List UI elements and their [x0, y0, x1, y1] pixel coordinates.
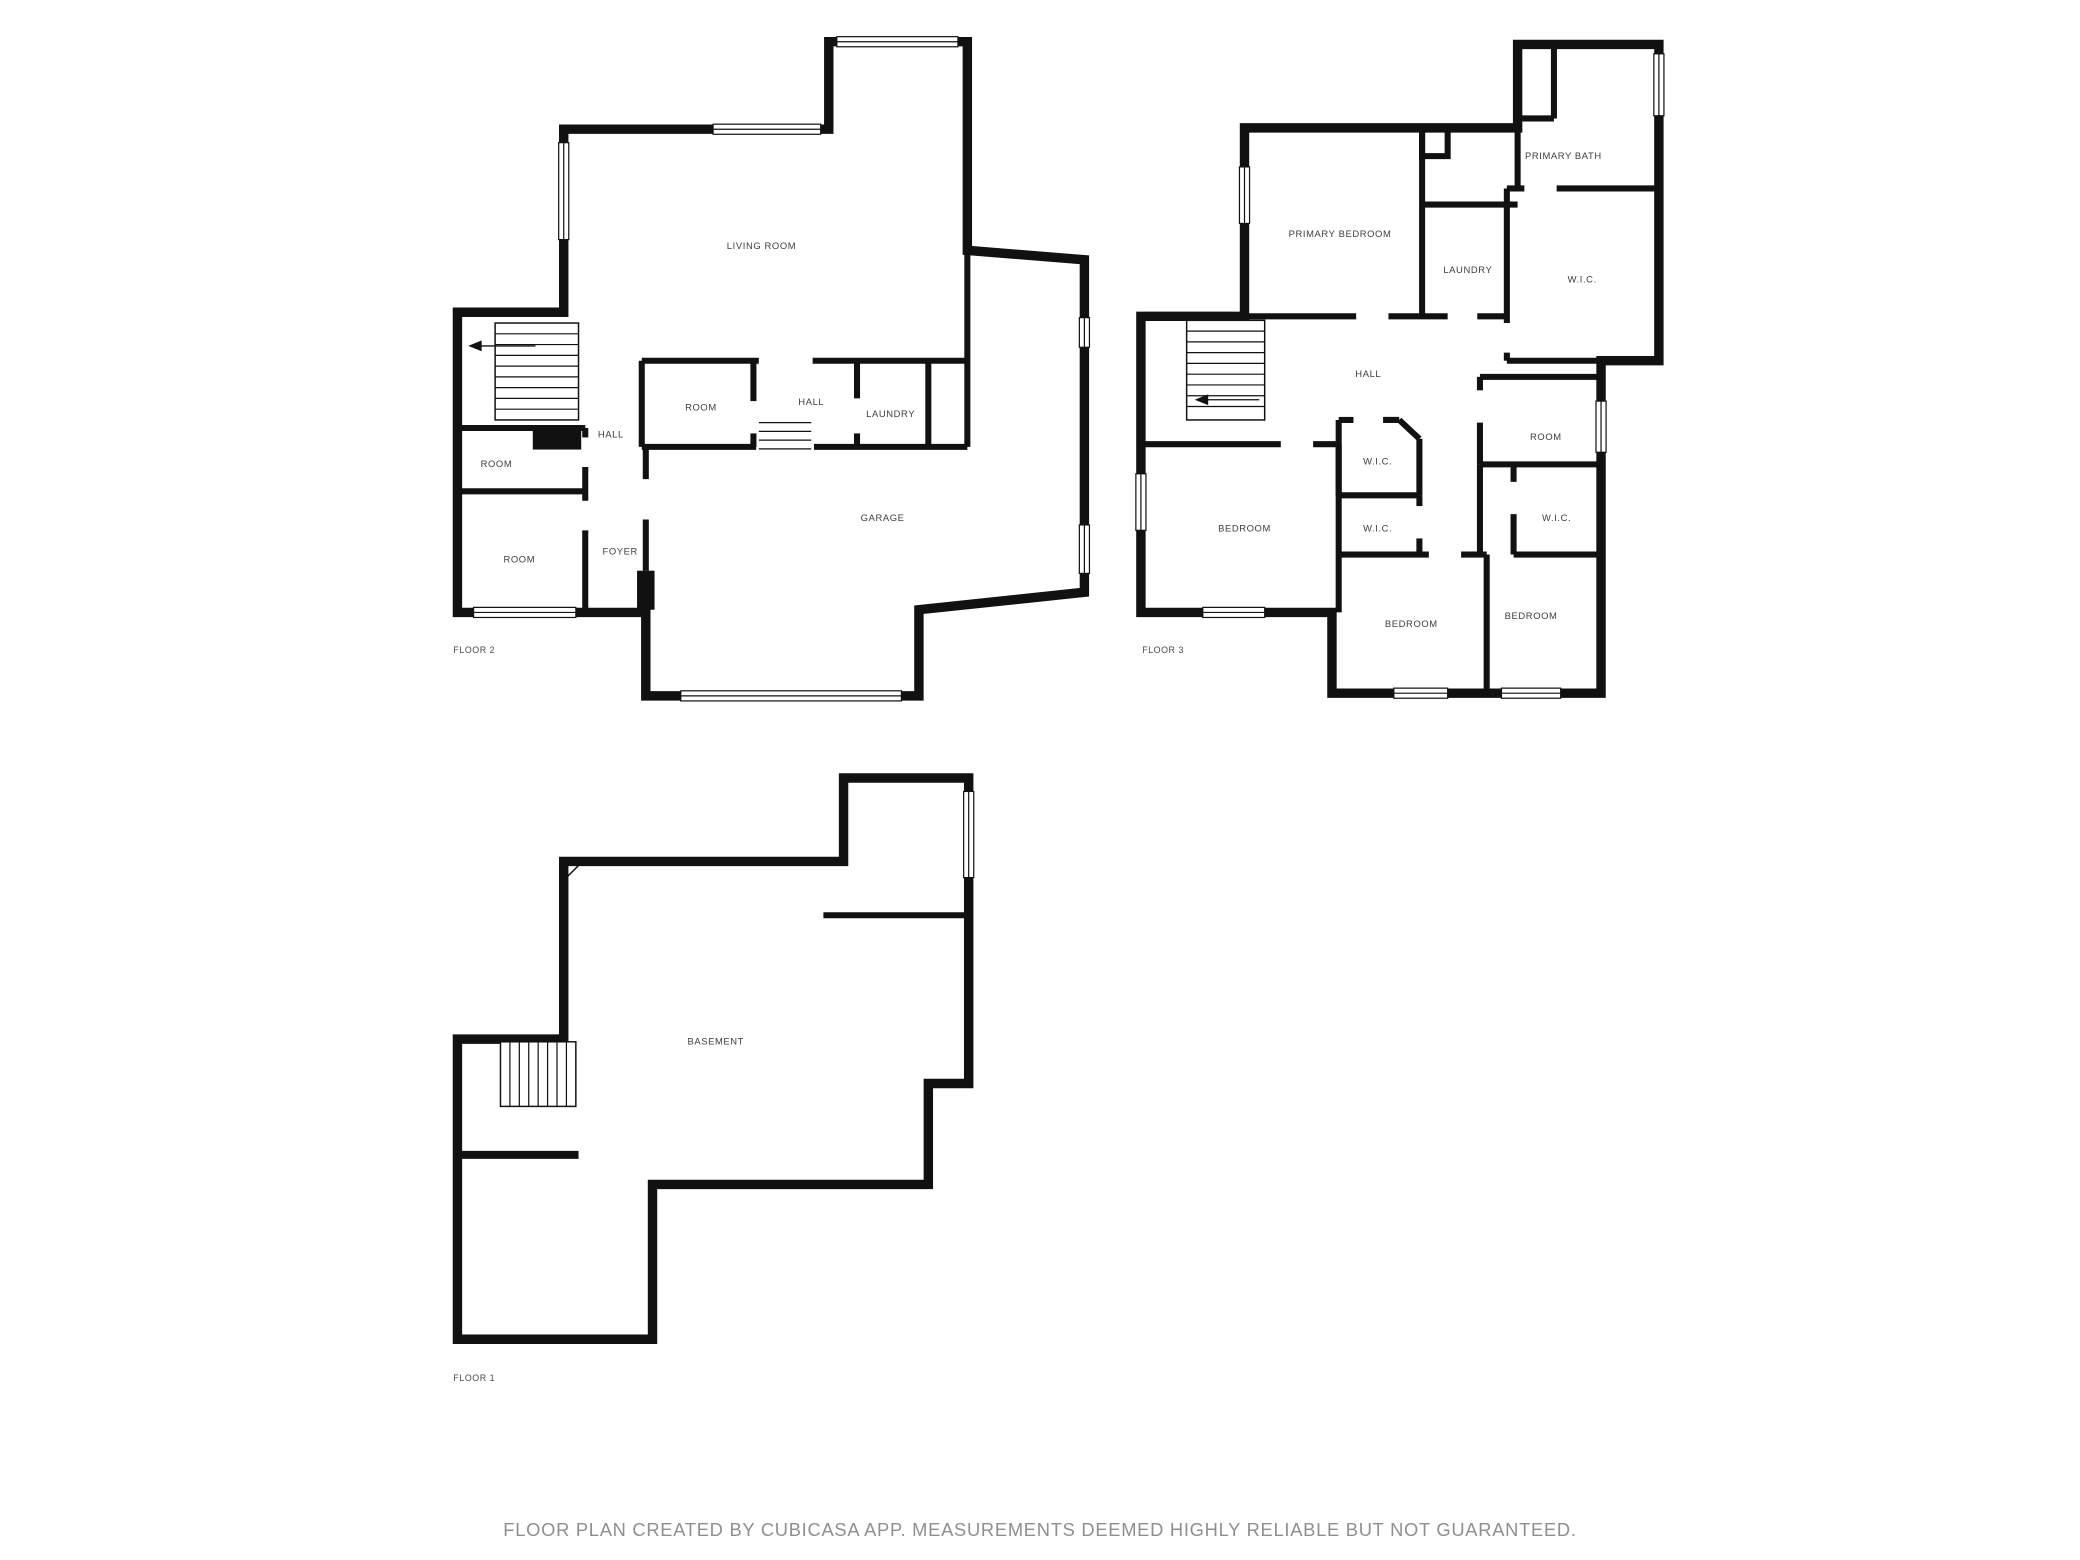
floor-1-room-labels: BASEMENT [687, 1035, 744, 1046]
floor-3-windows [1135, 53, 1665, 699]
room-label-room-center: ROOM [685, 402, 717, 413]
room-label-hall-left: HALL [598, 428, 624, 439]
footer-disclaimer: FLOOR PLAN CREATED BY CUBICASA APP. MEAS… [503, 1519, 1576, 1540]
window [558, 142, 570, 241]
window [712, 123, 822, 135]
room-label-room: ROOM [1530, 431, 1562, 442]
room-label-bedroom-right: BEDROOM [1505, 610, 1558, 621]
floor-2-mini-stairs [758, 422, 812, 450]
window [836, 36, 959, 48]
room-label-foyer: FOYER [603, 546, 638, 557]
window [1078, 317, 1091, 348]
room-label-living-room: LIVING ROOM [727, 240, 796, 251]
floor-2-stairs [468, 322, 580, 421]
floor-3-label: FLOOR 3 [1142, 645, 1184, 655]
room-label-bedroom-middle: BEDROOM [1385, 618, 1438, 629]
garage-door [680, 690, 903, 702]
floor-3-walls [1136, 39, 1664, 698]
room-label-wic-closet-2: W.I.C. [1363, 523, 1392, 534]
floor-3-plan: PRIMARY BATH PRIMARY BEDROOM LAUNDRY W.I… [1135, 39, 1665, 699]
room-label-room-small: ROOM [481, 458, 513, 469]
window [1238, 166, 1251, 225]
room-label-laundry: LAUNDRY [1443, 264, 1492, 275]
window [1202, 606, 1266, 619]
room-label-basement: BASEMENT [687, 1035, 744, 1046]
floor-3-room-labels: PRIMARY BATH PRIMARY BEDROOM LAUNDRY W.I… [1218, 150, 1602, 629]
window [472, 606, 577, 619]
room-label-wic-top: W.I.C. [1568, 274, 1597, 285]
room-label-room-left: ROOM [503, 554, 535, 565]
room-label-wic-closet-1: W.I.C. [1363, 455, 1392, 466]
entry-door-block [637, 570, 655, 610]
room-label-wic-closet-3: W.I.C. [1542, 512, 1571, 523]
room-label-hall: HALL [1355, 368, 1381, 379]
room-label-hall-center: HALL [798, 396, 824, 407]
floor-2-room-labels: LIVING ROOM ROOM HALL LAUNDRY HALL ROOM … [481, 240, 915, 565]
floor-1-walls [452, 773, 974, 1344]
window [1595, 400, 1607, 453]
room-label-primary-bedroom: PRIMARY BEDROOM [1289, 228, 1392, 239]
floor-1-windows [963, 790, 975, 879]
room-label-laundry: LAUNDRY [866, 408, 915, 419]
window [1135, 473, 1147, 531]
floor-3-stairs [1185, 319, 1266, 421]
room-label-bedroom-left: BEDROOM [1218, 523, 1271, 534]
closet-door-block [532, 429, 582, 450]
window [963, 790, 975, 879]
floor-1-stairs [499, 1041, 577, 1108]
room-label-garage: GARAGE [861, 512, 905, 523]
floor-1-label: FLOOR 1 [453, 1373, 495, 1383]
floor-2-plan: LIVING ROOM ROOM HALL LAUNDRY HALL ROOM … [452, 36, 1091, 702]
window [1078, 524, 1091, 574]
floor-1-plan: BASEMENT FLOOR 1 [452, 773, 975, 1383]
window [1500, 687, 1562, 699]
room-label-primary-bath: PRIMARY BATH [1525, 150, 1602, 161]
floor-2-windows [472, 36, 1091, 702]
floor-2-label: FLOOR 2 [453, 645, 495, 655]
floor-2-doors [532, 429, 655, 610]
window [1653, 53, 1665, 117]
window [1393, 687, 1449, 699]
